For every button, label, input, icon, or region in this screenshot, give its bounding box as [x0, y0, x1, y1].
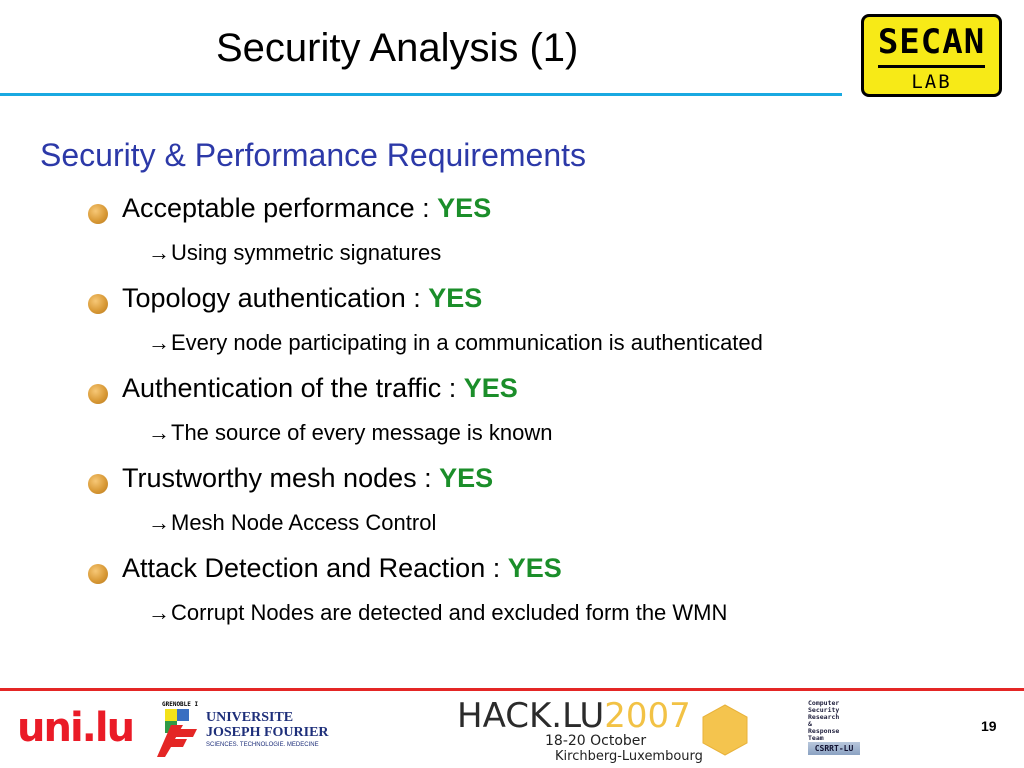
- orange-bullet-icon: [88, 204, 108, 224]
- requirement-label: Authentication of the traffic :: [122, 373, 464, 403]
- requirement-answer: YES: [507, 553, 562, 583]
- footer-divider: [0, 688, 1024, 691]
- requirement-label: Acceptable performance :: [122, 193, 438, 223]
- hexagon-icon: [702, 704, 748, 756]
- detail-text: Using symmetric signatures: [171, 240, 442, 265]
- requirement-text: Trustworthy mesh nodes : YES: [122, 463, 493, 494]
- requirement-detail: →Every node participating in a communica…: [148, 330, 763, 356]
- requirement-text: Acceptable performance : YES: [122, 193, 491, 224]
- hack-lu-wordmark: HACK.LU2007: [457, 697, 691, 735]
- ujf-logo-line2: JOSEPH FOURIER: [206, 725, 329, 740]
- hack-lu-logo: HACK.LU2007 18-20 October Kirchberg-Luxe…: [455, 697, 755, 764]
- secan-logo-bottom: LAB: [911, 71, 952, 93]
- requirement-detail: →Corrupt Nodes are detected and excluded…: [148, 600, 727, 626]
- csrrt-logo-text: Computer Security Research & Response Te…: [808, 699, 840, 742]
- section-heading: Security & Performance Requirements: [40, 137, 586, 173]
- title-underline: [0, 93, 842, 96]
- ujf-logo-tagline: SCIENCES. TECHNOLOGIE. MEDECINE: [206, 742, 319, 748]
- orange-bullet-icon: [88, 474, 108, 494]
- requirement-label: Attack Detection and Reaction :: [122, 553, 508, 583]
- requirement-detail: →Mesh Node Access Control: [148, 510, 436, 536]
- detail-text: Corrupt Nodes are detected and excluded …: [171, 600, 728, 625]
- requirement-text: Authentication of the traffic : YES: [122, 373, 518, 404]
- right-arrow-icon: →: [148, 600, 170, 625]
- hack-lu-year: 2007: [604, 696, 691, 736]
- requirement-text: Topology authentication : YES: [122, 283, 482, 314]
- right-arrow-icon: →: [148, 330, 170, 355]
- requirement-answer: YES: [439, 463, 494, 493]
- ujf-logo-line1: UNIVERSITE: [206, 710, 294, 725]
- slide-title: Security Analysis (1): [216, 26, 579, 70]
- requirement-text: Attack Detection and Reaction : YES: [122, 553, 562, 584]
- detail-text: Every node participating in a communicat…: [171, 330, 763, 355]
- secan-lab-logo: SECAN LAB: [861, 14, 1002, 97]
- right-arrow-icon: →: [148, 510, 170, 535]
- requirement-detail: →The source of every message is known: [148, 420, 553, 446]
- right-arrow-icon: →: [148, 420, 170, 445]
- requirement-detail: →Using symmetric signatures: [148, 240, 441, 266]
- requirement-answer: YES: [463, 373, 518, 403]
- ujf-emblem-icon: [157, 709, 197, 757]
- hack-lu-dates: 18-20 October: [545, 733, 647, 749]
- orange-bullet-icon: [88, 294, 108, 314]
- orange-bullet-icon: [88, 384, 108, 404]
- requirement-answer: YES: [428, 283, 483, 313]
- page-number: 19: [981, 718, 997, 734]
- ujf-logo-grenoble: GRENOBLE I: [162, 701, 199, 708]
- hack-lu-name: HACK.LU: [457, 696, 605, 736]
- detail-text: Mesh Node Access Control: [171, 510, 437, 535]
- secan-logo-divider: [878, 65, 985, 68]
- requirement-label: Trustworthy mesh nodes :: [122, 463, 440, 493]
- detail-text: The source of every message is known: [171, 420, 553, 445]
- uni-lu-logo: uni.lu: [17, 705, 135, 751]
- ujf-logo: GRENOBLE I UNIVERSITE JOSEPH FOURIER SCI…: [153, 701, 329, 757]
- requirement-answer: YES: [437, 193, 492, 223]
- orange-bullet-icon: [88, 564, 108, 584]
- hack-lu-place: Kirchberg-Luxembourg: [555, 749, 703, 764]
- csrrt-logo-badge: CSRRT-LU: [808, 742, 860, 755]
- requirement-label: Topology authentication :: [122, 283, 429, 313]
- secan-logo-top: SECAN: [877, 22, 986, 62]
- csrrt-lu-logo: Computer Security Research & Response Te…: [808, 700, 862, 758]
- right-arrow-icon: →: [148, 240, 170, 265]
